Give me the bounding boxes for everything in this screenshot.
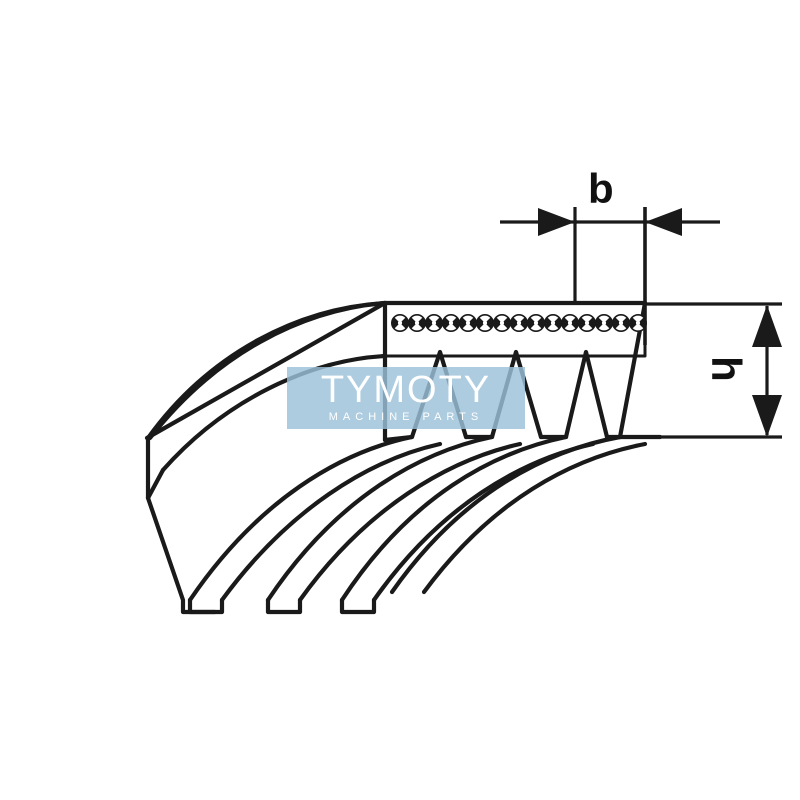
belt-body: [144, 300, 663, 615]
dim-b-arrow-left: [538, 208, 575, 236]
rib-tip-b: [265, 597, 303, 615]
rib-curve-a-upper: [187, 434, 415, 603]
rib-curve-d-upper: [389, 434, 623, 595]
dimension-label-h: h: [702, 356, 750, 382]
dim-b-arrow-right: [645, 208, 682, 236]
rib-curve-a-lower: [219, 441, 443, 603]
cord-layer: [390, 313, 648, 333]
belt-outer-curve-mid: [160, 353, 388, 473]
rib-curve-b-lower: [297, 441, 523, 603]
rib-curve-c-upper: [339, 434, 569, 603]
dim-h-arrow-top: [752, 305, 782, 347]
dimension-label-b: b: [588, 165, 614, 212]
v-rib-front-3: [538, 349, 610, 440]
rib-curve-d-lower: [421, 441, 648, 595]
rib-tip-c: [339, 597, 377, 615]
dimension-b: [500, 207, 720, 345]
belt-left-end-cap-2: [145, 467, 166, 501]
v-rib-front-1: [382, 349, 469, 443]
dimension-h: [620, 302, 782, 439]
belt-left-outer-v: [145, 495, 218, 615]
belt-outer-curve-top: [145, 300, 388, 441]
rib-curve-b-upper: [265, 434, 495, 603]
v-rib-front-2: [463, 349, 544, 440]
dim-h-arrow-bottom: [752, 395, 782, 437]
